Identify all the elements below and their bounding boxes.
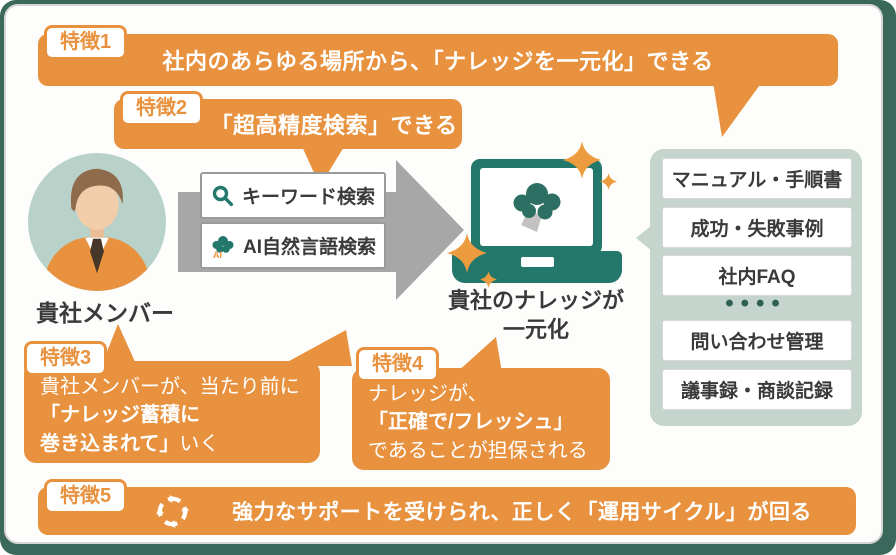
keyword-search-label: キーワード検索 <box>241 187 375 208</box>
feature3-line1: 貴社メンバーが、当たり前に <box>40 376 300 398</box>
search-icon <box>212 185 234 206</box>
feature1-tag: 特徴1 <box>44 25 128 60</box>
broccoli-logo-icon <box>513 183 560 232</box>
feature5-tag: 特徴5 <box>44 479 128 514</box>
laptop-base <box>452 251 622 283</box>
cycle-icon <box>156 495 189 528</box>
feature3-line3: 巻き込まれて」いく <box>40 432 220 455</box>
avatar <box>28 153 166 291</box>
feature3-callout: 貴社メンバーが、当たり前に 「ナレッジ蓄積に 巻き込まれて」いく <box>24 361 320 463</box>
ai-brain-icon: AI <box>212 235 234 259</box>
feature3-left-tail <box>102 324 136 364</box>
knowledge-item: マニュアル・手順書 <box>662 158 852 199</box>
knowledge-container: マニュアル・手順書 成功・失敗事例 社内FAQ •••• 問い合わせ管理 議事録… <box>650 149 862 426</box>
feature2-tag: 特徴2 <box>120 91 204 126</box>
knowledge-ellipsis: •••• <box>725 290 787 317</box>
sparkle-icon <box>600 173 617 190</box>
laptop-screen <box>471 159 602 255</box>
keyword-search-box: キーワード検索 <box>200 172 386 219</box>
feature3-line2: 「ナレッジ蓄積に <box>40 404 200 427</box>
feature3-right-tail <box>280 330 352 366</box>
feature3-tag: 特徴3 <box>24 341 108 376</box>
feature5-text: 強力なサポートを受けられ、正しく「運用サイクル」が回る <box>232 501 812 524</box>
actor-caption: 貴社メンバー <box>36 300 174 326</box>
laptop-screen-inner <box>480 168 593 246</box>
feature4-tail <box>456 337 502 373</box>
knowledge-item: 議事録・商談記録 <box>662 369 852 410</box>
knowledge-item: 社内FAQ <box>662 255 852 296</box>
svg-text:AI: AI <box>213 250 222 259</box>
feature4-callout: ナレッジが、 「正確で/フレッシュ」 であることが担保される <box>352 368 610 470</box>
laptop-caption-line2: 一元化 <box>502 316 569 342</box>
feature4-line1: ナレッジが、 <box>368 383 488 405</box>
sparkle-icon <box>480 271 497 288</box>
feature4-line3: であることが担保される <box>368 439 588 462</box>
knowledge-item: 問い合わせ管理 <box>662 320 852 361</box>
feature1-banner: 社内のあらゆる場所から、「ナレッジを一元化」できる <box>38 34 838 86</box>
feature2-text: 「超高精度検索」できる <box>210 113 458 138</box>
feature1-tail <box>713 82 762 137</box>
feature4-tag: 特徴4 <box>356 347 440 382</box>
feature2-tail <box>300 142 347 186</box>
laptop-caption-line1: 貴社のナレッジが <box>447 288 624 313</box>
sparkle-icon <box>447 233 487 273</box>
laptop-caption: 貴社のナレッジが 一元化 <box>428 287 644 344</box>
ai-search-label: AI自然言語検索 <box>242 237 376 258</box>
feature1-text: 社内のあらゆる場所から、「ナレッジを一元化」できる <box>162 49 714 74</box>
sparkle-icon <box>563 141 601 179</box>
knowledge-item: 成功・失敗事例 <box>662 207 852 248</box>
ai-search-box: AI AI自然言語検索 <box>200 222 386 269</box>
laptop-notch <box>521 257 554 267</box>
person-icon <box>41 168 153 291</box>
feature4-line2: 「正確で/フレッシュ」 <box>368 411 574 434</box>
feature5-banner: 強力なサポートを受けられ、正しく「運用サイクル」が回る <box>38 487 856 535</box>
